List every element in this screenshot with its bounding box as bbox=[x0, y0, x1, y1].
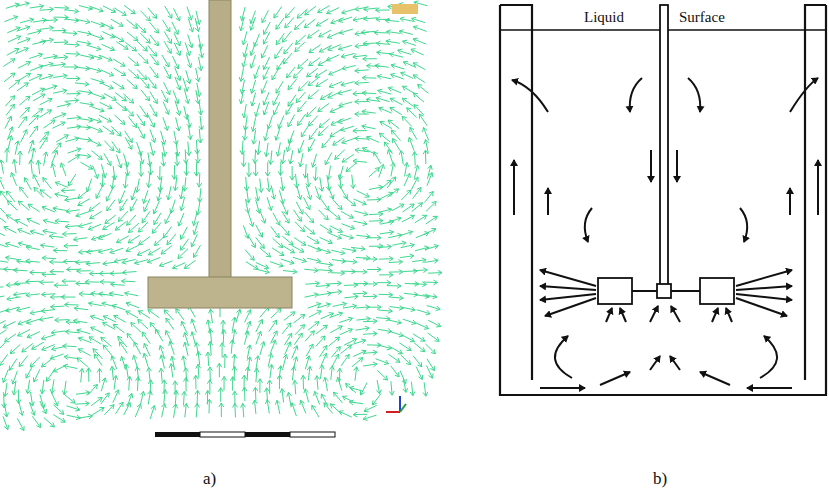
liquid-label: Liquid bbox=[584, 10, 624, 25]
shaft bbox=[209, 0, 231, 282]
tank bbox=[500, 5, 826, 395]
schematic-impeller bbox=[598, 5, 734, 304]
scale-bar bbox=[155, 432, 335, 437]
axis-triad bbox=[386, 396, 406, 412]
velocity-vectors bbox=[0, 1, 442, 431]
impeller bbox=[148, 277, 292, 308]
vector-arrows bbox=[0, 1, 442, 431]
panel-label: b) bbox=[653, 470, 667, 487]
logo-mark bbox=[392, 4, 418, 14]
panel-label: a) bbox=[203, 470, 216, 487]
flow-arrows bbox=[512, 78, 818, 388]
surface-label: Surface bbox=[679, 10, 725, 25]
